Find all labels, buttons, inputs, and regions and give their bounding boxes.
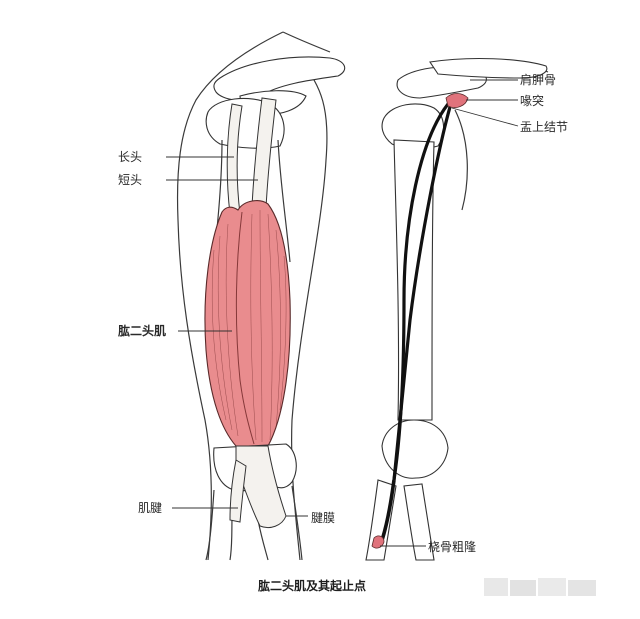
- leader-lines: [166, 79, 519, 547]
- label-short-head: 短头: [118, 173, 142, 187]
- coracoid-attachment-marker: [445, 93, 469, 108]
- label-scapula: 肩胛骨: [520, 72, 556, 87]
- blurred-watermark: [484, 578, 596, 596]
- label-radial-tuberosity: 桡骨粗隆: [428, 539, 476, 554]
- figure-caption: 肱二头肌及其起止点: [258, 578, 366, 593]
- label-aponeurosis: 腱膜: [311, 511, 335, 525]
- left-arm-illustration: [176, 31, 346, 561]
- label-tendon: 肌腱: [138, 501, 162, 515]
- label-long-head: 长头: [118, 150, 142, 164]
- radial-tuberosity-attachment-marker: [371, 535, 385, 549]
- label-coracoid: 喙突: [520, 93, 544, 108]
- label-biceps: 肱二头肌: [118, 323, 166, 338]
- label-supraglenoid: 盂上结节: [520, 120, 568, 134]
- right-arm-skeleton: [365, 57, 549, 561]
